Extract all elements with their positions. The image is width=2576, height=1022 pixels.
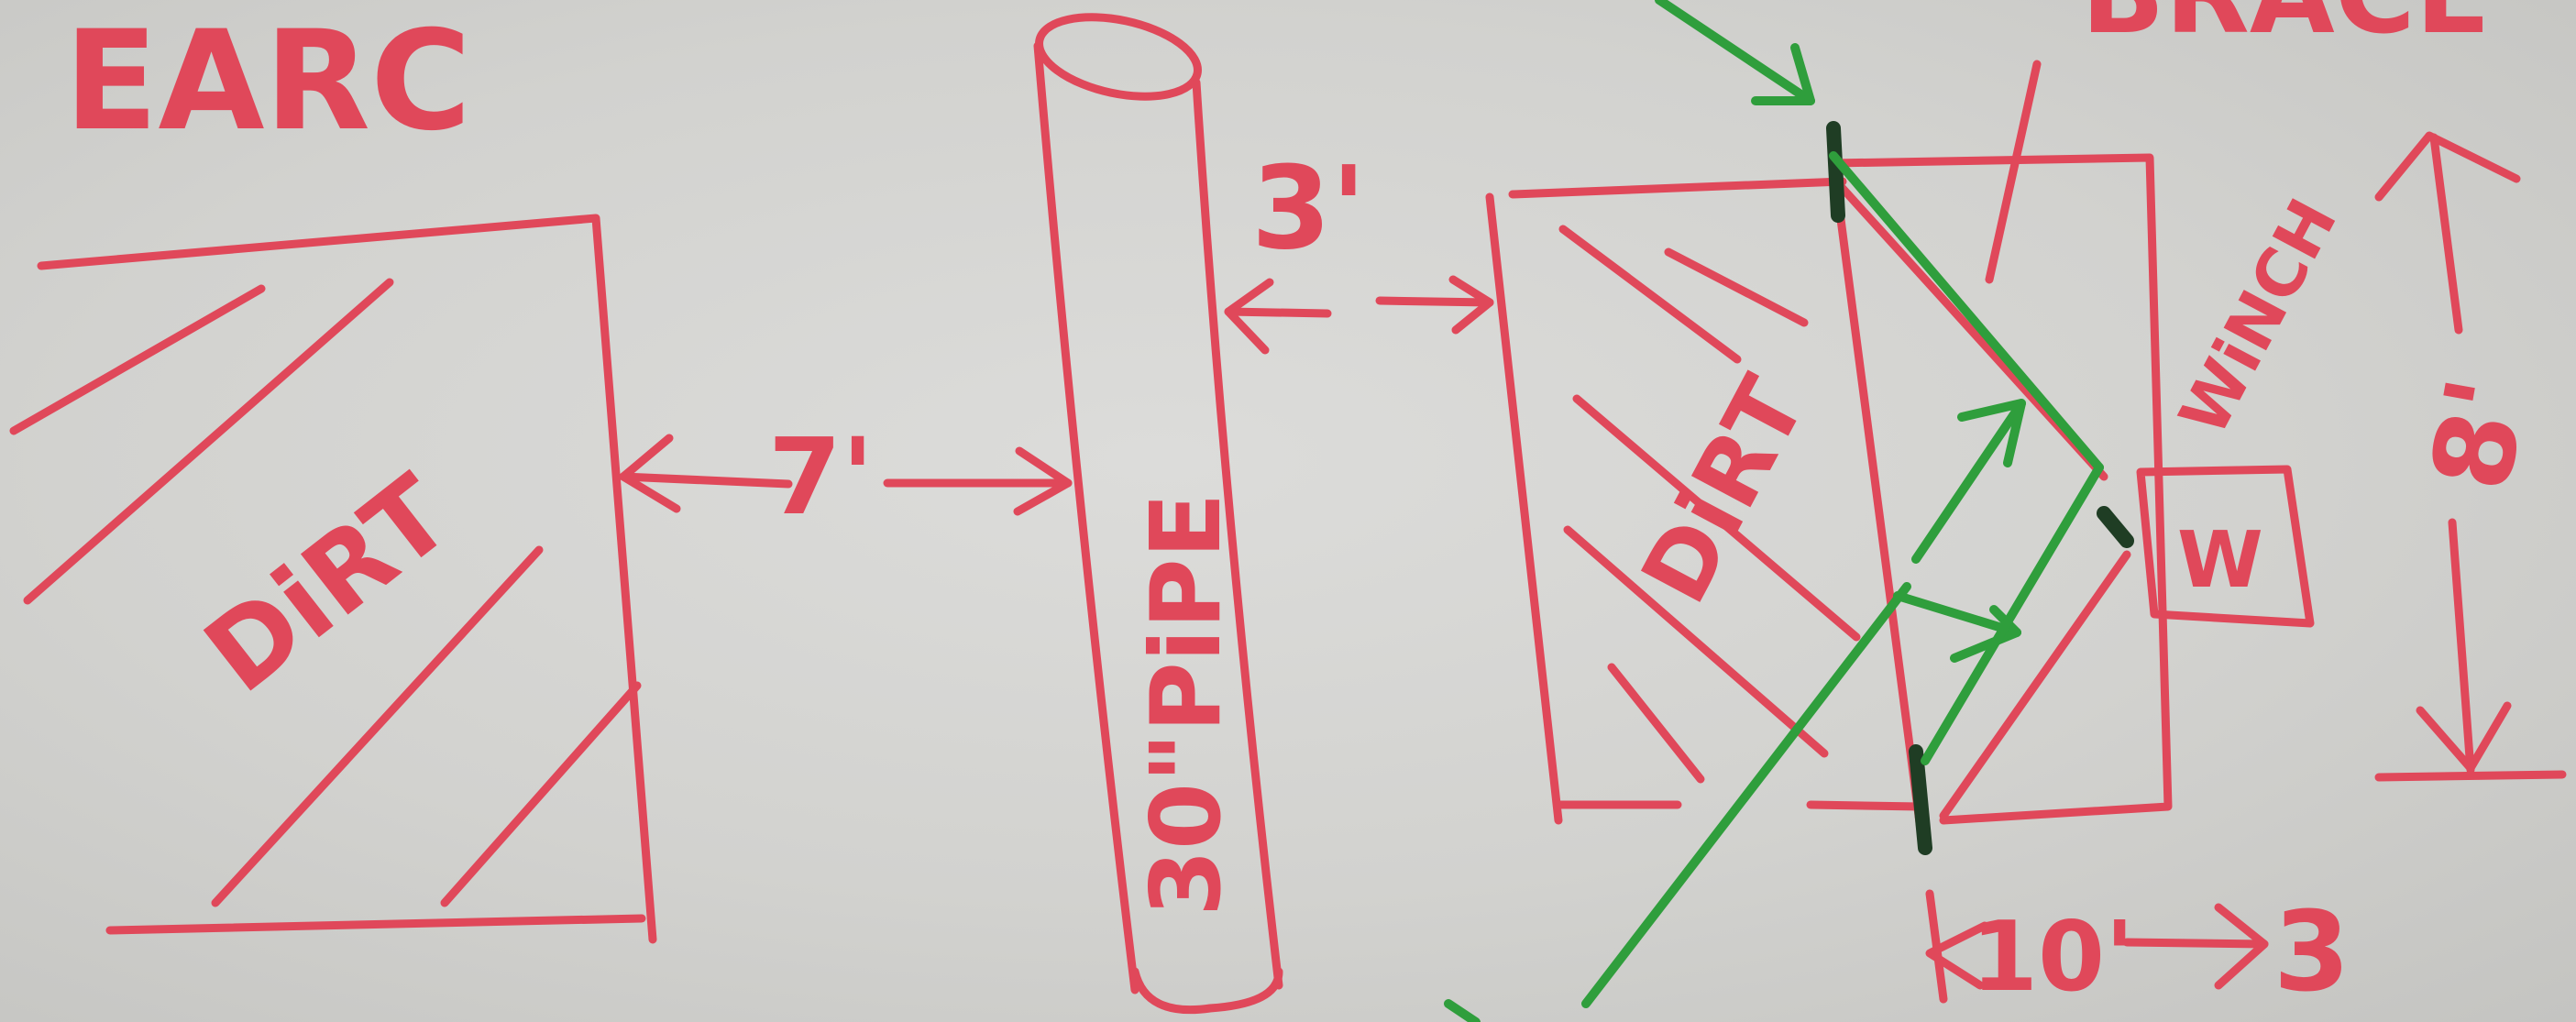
force-arrows [1444, 0, 2104, 1022]
dirt-hatch-r1 [1558, 225, 1742, 364]
dim-3-line-left [1224, 307, 1332, 318]
anchor-point-winch [2097, 506, 2134, 548]
dim-7-arrow-left [619, 434, 681, 513]
dirt-pile-left-outline-bottom [105, 914, 646, 935]
pipe-left-edge [1033, 41, 1139, 995]
dim-10-arrow-right [2214, 903, 2269, 990]
pipe-right-edge [1192, 78, 1283, 990]
dim-3-label: 3' [1251, 142, 1366, 275]
dim-8-label: 8' [2408, 368, 2553, 500]
dirt-hatch-2 [23, 278, 394, 605]
dim-3-arrow-left [1224, 278, 1274, 355]
green-line-upper-diagonal [1829, 151, 2104, 472]
dirt-hatch-3 [211, 545, 544, 907]
dim-7-arrow-right [1013, 446, 1073, 516]
pipe-top-end [1035, 13, 1202, 101]
frame-bottom-left [1806, 800, 1925, 811]
corner-word-top-left: EARC [64, 2, 471, 161]
dirt-label-left: DiRT [183, 453, 473, 717]
anchor-post-top [1826, 121, 1845, 223]
dim-8-arrow-bottom [2416, 701, 2512, 773]
green-arrow-up-head [1957, 399, 2026, 467]
dirt-pile-left-outline-top-right [37, 214, 657, 944]
dirt-hatch-r3 [1572, 394, 1861, 642]
green-arrow-right-head [1950, 605, 2021, 663]
dimension-8ft: 8' [2374, 131, 2567, 782]
dirt-hatch-r2 [1664, 247, 1809, 327]
dimension-7ft: 7' [619, 416, 1073, 539]
winch-label: WiNCH [2164, 187, 2351, 447]
corner-word-top-right: BRACE [2081, 0, 2491, 59]
dim-8-line-top [2429, 133, 2463, 335]
winch: W WiNCH [2136, 187, 2351, 628]
green-mark-bottom [1444, 999, 1481, 1022]
dim-7-line-left [619, 472, 793, 489]
green-line-lower-diagonal [1921, 463, 2104, 765]
dirt-hatch-4 [440, 681, 642, 907]
dim-10-line-right [2122, 938, 2269, 949]
pipe-bottom-end [1130, 967, 1283, 1015]
dirt-pile-right-left-edge [1485, 192, 1563, 825]
dim-10-extra: 3 [2273, 889, 2350, 1017]
dim-8-arrow-top [2374, 131, 2521, 202]
dirt-hatch-1 [9, 284, 266, 435]
dirt-pile-right-top [1508, 177, 1847, 199]
dim-8-line-bottom [2448, 518, 2475, 775]
dim-10-label: 10' [1971, 901, 2134, 1013]
dirt-hatch-r5 [1607, 663, 1705, 784]
winch-box-mark: W [2177, 515, 2263, 606]
green-arrow-right-shaft [1893, 591, 2021, 637]
winch-box [2136, 465, 2315, 628]
frame-cross-mark [1985, 60, 2042, 284]
frame-outline [1829, 153, 2173, 825]
dim-7-label: 7' [768, 416, 874, 539]
dim-3-arrow-right [1448, 275, 1494, 335]
dim-3-line-right [1375, 296, 1494, 307]
green-line-long-diagonal [1581, 582, 1911, 1008]
pipe-label: 30"PiPE [1130, 493, 1242, 917]
green-arrow-top-head [1751, 43, 1815, 105]
green-arrow-top-shaft [1655, 0, 1815, 105]
dirt-hatch-r4 [1563, 525, 1829, 758]
brace-frame [1806, 60, 2173, 855]
green-arrow-up-shaft [1911, 399, 2026, 564]
dimension-10ft: 10' 3 [1925, 889, 2350, 1017]
dim-8-base [2374, 770, 2567, 782]
dim-10-arrow-left [1925, 921, 1989, 990]
frame-left-edge [1829, 159, 1925, 834]
frame-diagonal-lower [1939, 550, 2131, 820]
pipe-30in: 30"PiPE [1033, 13, 1283, 1015]
dimension-3ft: 3' [1224, 142, 1494, 355]
anchor-post-bottom [1909, 744, 1932, 855]
dirt-pile-left: DiRT [9, 214, 657, 944]
